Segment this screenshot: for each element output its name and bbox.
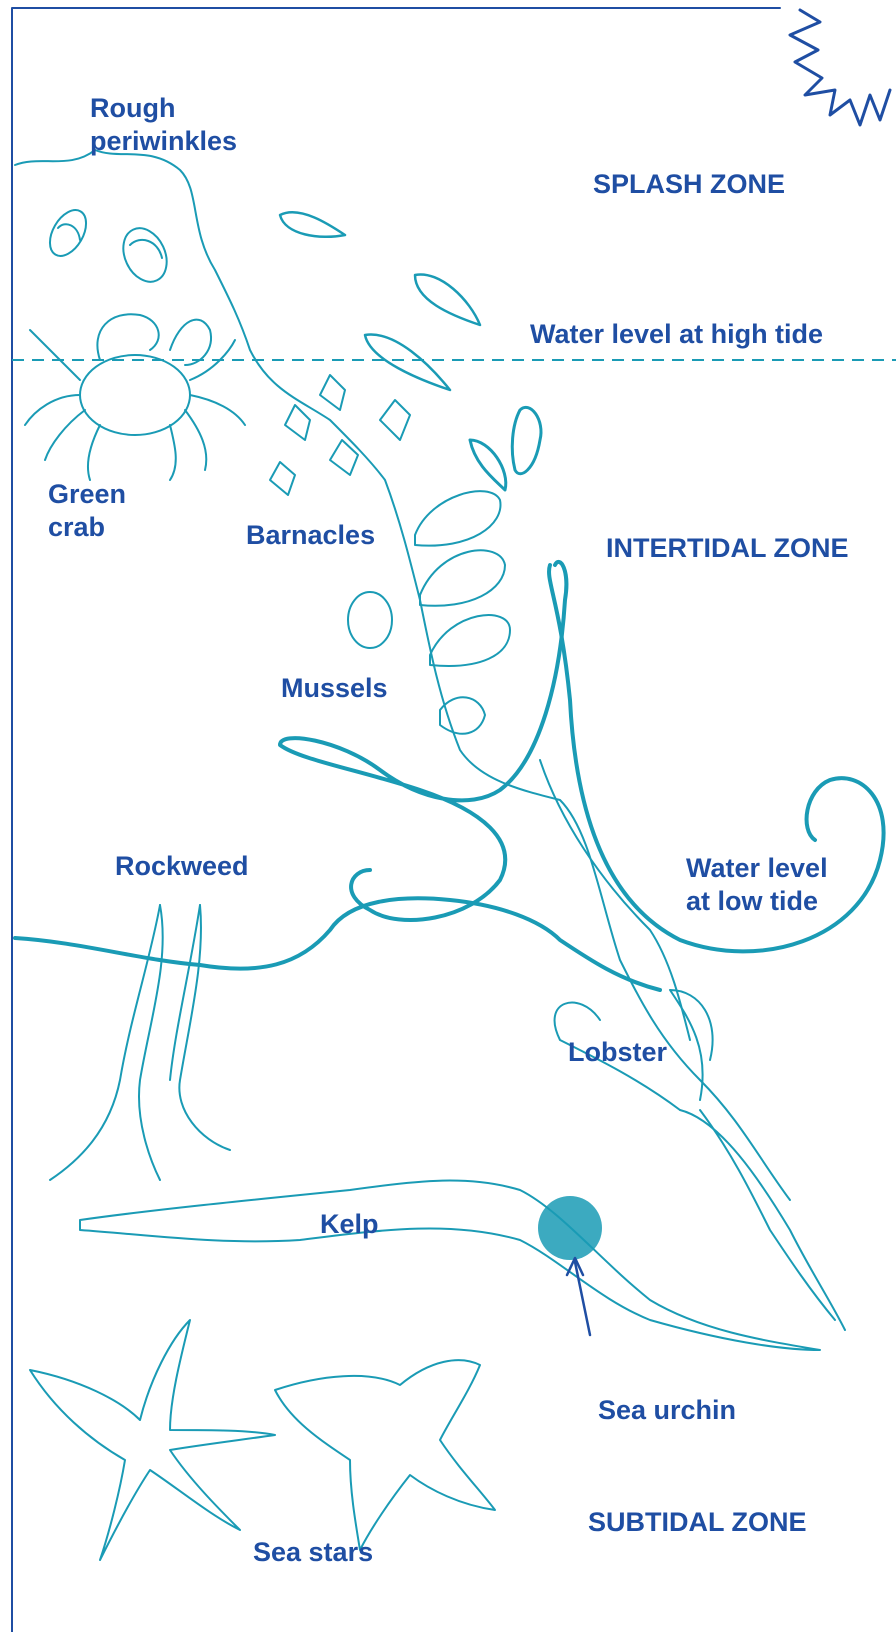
label-water-level-high: Water level at high tide	[530, 318, 823, 351]
label-barnacles: Barnacles	[246, 519, 375, 552]
splash-drop	[512, 407, 541, 473]
rock-outline	[15, 150, 790, 1200]
sun-rays-icon	[790, 10, 890, 125]
splash-drop	[280, 212, 345, 237]
frame-border	[12, 8, 780, 1632]
barnacle-cluster	[270, 375, 410, 495]
splash-drop	[415, 274, 480, 325]
sea-urchin-drawing	[538, 1196, 602, 1335]
label-kelp: Kelp	[320, 1208, 379, 1241]
label-intertidal-zone: INTERTIDAL ZONE	[606, 532, 849, 565]
label-splash-zone: SPLASH ZONE	[593, 168, 785, 201]
periwinkle-shells	[43, 204, 175, 289]
label-lobster: Lobster	[568, 1036, 667, 1069]
label-mussels: Mussels	[281, 672, 388, 705]
label-water-level-low: Water level at low tide	[686, 852, 828, 918]
splash-drop	[365, 335, 450, 390]
label-sea-urchin: Sea urchin	[598, 1394, 736, 1427]
green-crab-drawing	[25, 314, 245, 480]
label-rockweed: Rockweed	[115, 850, 249, 883]
sea-star-drawings	[30, 1320, 495, 1560]
kelp-blade	[80, 1181, 820, 1350]
low-tide-line	[15, 898, 660, 990]
label-subtidal-zone: SUBTIDAL ZONE	[588, 1506, 807, 1539]
label-sea-stars: Sea stars	[253, 1536, 373, 1569]
splash-drop	[470, 440, 506, 490]
label-green-crab: Green crab	[48, 478, 126, 544]
label-rough-periwinkles: Rough periwinkles	[90, 92, 237, 158]
